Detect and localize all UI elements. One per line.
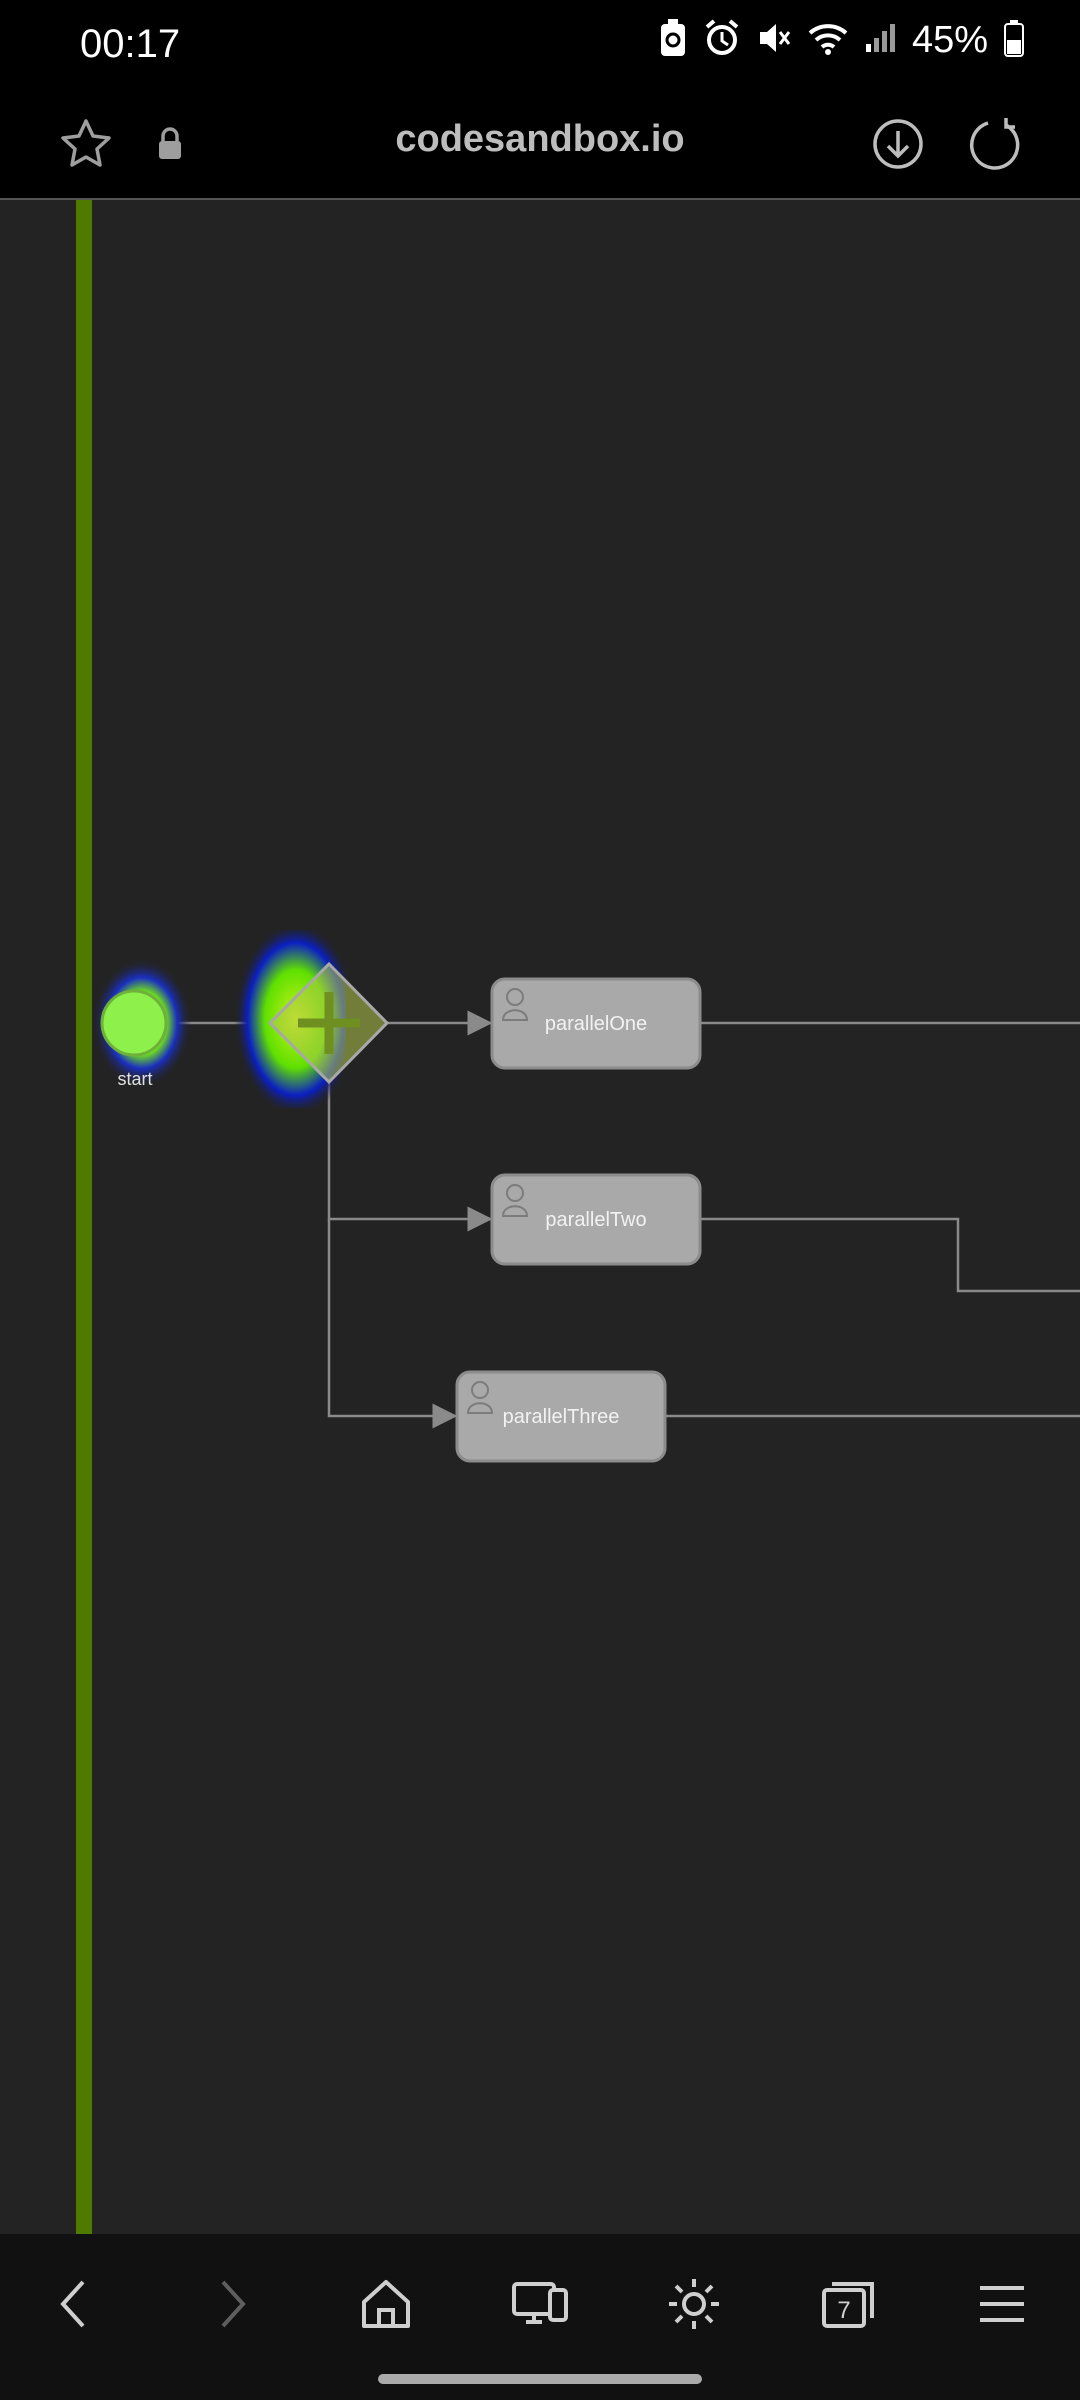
reload-icon[interactable]	[962, 112, 1026, 176]
status-time: 00:17	[80, 22, 181, 66]
task-label: parallelOne	[545, 1013, 647, 1035]
forward-icon[interactable]	[192, 2264, 272, 2344]
flow-gateway-parallelThree[interactable]	[327, 1219, 458, 1429]
battery-percentage: 45%	[911, 19, 988, 61]
user-task-icon	[501, 1184, 529, 1217]
status-bar: 00:17 45%	[0, 0, 1080, 92]
start-label: start	[117, 1069, 152, 1089]
flow-parallelTwo-out[interactable]	[700, 1217, 1080, 1293]
battery-icon	[1004, 19, 1024, 62]
gateway-plus-icon	[298, 992, 360, 1054]
diagram-canvas[interactable]: start parallelOne parallelTwo	[0, 200, 1080, 2234]
home-indicator[interactable]	[378, 2374, 702, 2384]
tabs-count: 7	[837, 2297, 850, 2324]
download-icon[interactable]	[866, 112, 930, 176]
mute-icon	[756, 20, 792, 61]
start-event[interactable]	[100, 989, 168, 1057]
url-text[interactable]: codesandbox.io	[395, 118, 685, 160]
back-icon[interactable]	[34, 2264, 114, 2344]
bottom-nav-bar: 7	[0, 2234, 1080, 2400]
star-icon[interactable]	[54, 112, 118, 176]
lane-bar	[76, 200, 92, 2234]
status-icons: 45%	[658, 18, 1024, 63]
tabs-icon[interactable]: 7	[808, 2264, 888, 2344]
home-icon[interactable]	[346, 2264, 426, 2344]
alarm-icon	[704, 19, 740, 62]
menu-icon[interactable]	[962, 2264, 1042, 2344]
lock-icon	[150, 122, 190, 166]
user-task-icon	[466, 1381, 494, 1414]
desktop-view-icon[interactable]	[500, 2264, 580, 2344]
brightness-icon[interactable]	[654, 2264, 734, 2344]
signal-icon	[864, 22, 896, 59]
task-label: parallelThree	[503, 1406, 620, 1428]
task-parallelThree[interactable]: parallelThree	[455, 1370, 667, 1463]
user-task-icon	[501, 988, 529, 1021]
bpmn-diagram[interactable]: start parallelOne parallelTwo	[0, 200, 1080, 2234]
task-parallelTwo[interactable]: parallelTwo	[490, 1173, 702, 1266]
task-label: parallelTwo	[545, 1209, 646, 1231]
task-parallelOne[interactable]: parallelOne	[490, 977, 702, 1070]
address-bar: codesandbox.io	[0, 92, 1080, 200]
flow-gateway-parallelTwo[interactable]	[327, 1062, 493, 1232]
battery-saver-icon	[658, 18, 688, 63]
wifi-icon	[808, 21, 848, 60]
